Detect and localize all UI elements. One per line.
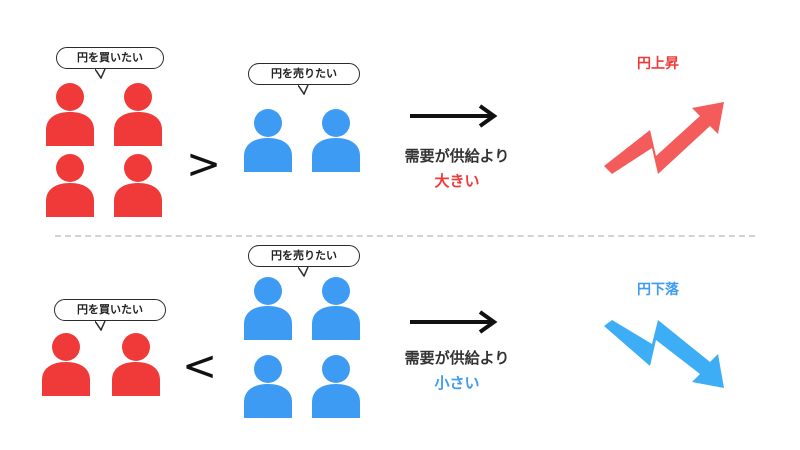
buyers-bubble-text: 円を買いたい xyxy=(77,51,143,64)
arrow-right-icon xyxy=(410,104,498,128)
person-icon xyxy=(242,108,294,172)
result-bigger-text: 大きい xyxy=(434,172,480,190)
person-icon xyxy=(44,153,96,217)
sellers-bubble-text: 円を売りたい xyxy=(271,249,337,262)
trend-down-arrow-icon xyxy=(604,320,724,388)
yen-down-title: 円下落 xyxy=(637,282,679,298)
person-icon xyxy=(112,153,164,217)
person-icon xyxy=(242,354,294,418)
bubble-tail-icon xyxy=(95,321,106,331)
bubble-tail-icon xyxy=(298,85,309,95)
comparison-symbol: > xyxy=(186,139,222,188)
person-icon xyxy=(310,276,362,340)
sellers-speech-bubble-top: 円を売りたい xyxy=(248,63,360,85)
person-icon xyxy=(242,276,294,340)
bubble-tail-icon xyxy=(298,267,309,277)
person-icon xyxy=(310,354,362,418)
buyers-speech-bubble-bottom: 円を買いたい xyxy=(54,299,166,321)
sellers-speech-bubble-bottom: 円を売りたい xyxy=(248,245,360,267)
demand-supply-text: 需要が供給より xyxy=(404,147,510,165)
person-icon xyxy=(44,82,96,146)
person-icon xyxy=(310,108,362,172)
person-icon xyxy=(40,332,92,396)
result-smaller-text: 小さい xyxy=(434,374,480,392)
buyers-bubble-text: 円を買いたい xyxy=(77,303,143,316)
arrow-right-icon xyxy=(410,310,498,334)
demand-supply-text: 需要が供給より xyxy=(404,349,510,367)
buyers-speech-bubble-top: 円を買いたい xyxy=(56,47,164,69)
yen-up-title: 円上昇 xyxy=(637,56,679,72)
sellers-bubble-text: 円を売りたい xyxy=(271,67,337,80)
trend-up-arrow-icon xyxy=(604,102,724,174)
comparison-symbol: < xyxy=(182,341,218,390)
person-icon xyxy=(110,332,162,396)
bubble-tail-icon xyxy=(95,69,106,79)
person-icon xyxy=(112,82,164,146)
section-divider xyxy=(55,235,755,237)
